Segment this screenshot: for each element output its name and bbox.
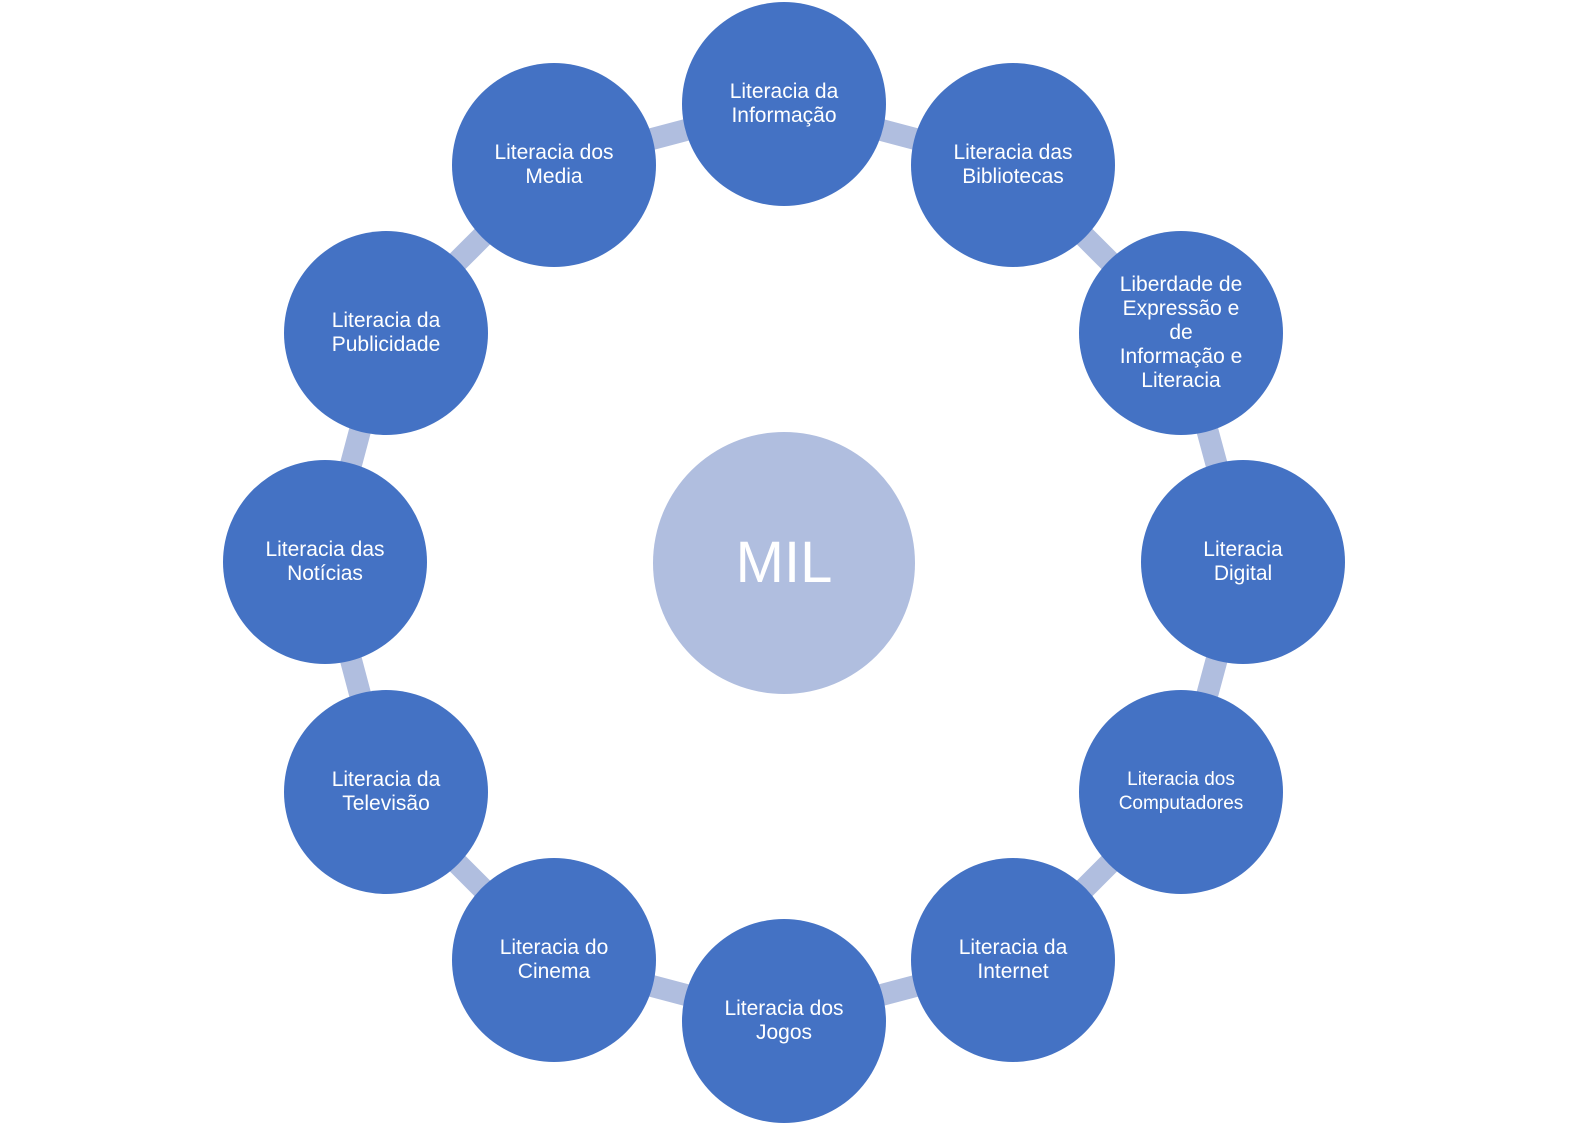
node-label: Literacia das Notícias bbox=[265, 538, 385, 585]
connector-segment bbox=[1195, 422, 1229, 473]
connector-segment bbox=[1195, 651, 1229, 703]
node-label: Literacia do Cinema bbox=[499, 936, 609, 983]
node-label: Literacia das Bibliotecas bbox=[953, 141, 1073, 188]
center-label: MIL bbox=[735, 530, 833, 595]
node-literacia-jogos: Literacia dos Jogos bbox=[682, 919, 886, 1123]
connector-segment bbox=[446, 225, 494, 273]
node-label: Literacia da Internet bbox=[958, 936, 1068, 983]
connector-segment bbox=[643, 117, 695, 152]
connector-segment bbox=[643, 973, 695, 1008]
connector-segment bbox=[339, 422, 372, 473]
node-literacia-internet: Literacia da Internet bbox=[911, 858, 1115, 1062]
node-literacia-computadores: Literacia dos Computadores bbox=[1079, 690, 1283, 894]
center-node-mil: MIL bbox=[653, 432, 915, 694]
node-liberdade-expressao: Liberdade de Expressão e de Informação e… bbox=[1079, 231, 1283, 435]
node-label: Literacia da Publicidade bbox=[331, 309, 441, 356]
node-label: Literacia Digital bbox=[1203, 538, 1283, 585]
node-literacia-digital: Literacia Digital bbox=[1141, 460, 1345, 664]
connector-segment bbox=[873, 118, 924, 151]
connector-segment bbox=[446, 852, 494, 900]
node-label: Literacia dos Jogos bbox=[724, 997, 844, 1044]
node-literacia-noticias: Literacia das Notícias bbox=[223, 460, 427, 664]
node-literacia-cinema: Literacia do Cinema bbox=[452, 858, 656, 1062]
node-label: Literacia da Televisão bbox=[331, 768, 441, 815]
connector-segment bbox=[1073, 852, 1121, 900]
node-label: Literacia da Informação bbox=[729, 80, 839, 127]
node-label: Liberdade de Expressão e de Informação e… bbox=[1119, 273, 1243, 392]
node-literacia-publicidade: Literacia da Publicidade bbox=[284, 231, 488, 435]
node-literacia-bibliotecas: Literacia das Bibliotecas bbox=[911, 63, 1115, 267]
node-label: Literacia dos Media bbox=[494, 141, 614, 188]
connector-segment bbox=[873, 974, 924, 1007]
node-literacia-media: Literacia dos Media bbox=[452, 63, 656, 267]
connector-segment bbox=[338, 651, 373, 703]
connector-segment bbox=[1073, 225, 1121, 273]
node-label: Literacia dos Computadores bbox=[1118, 769, 1244, 814]
node-literacia-informacao: Literacia da Informação bbox=[682, 2, 886, 206]
node-literacia-televisao: Literacia da Televisão bbox=[284, 690, 488, 894]
